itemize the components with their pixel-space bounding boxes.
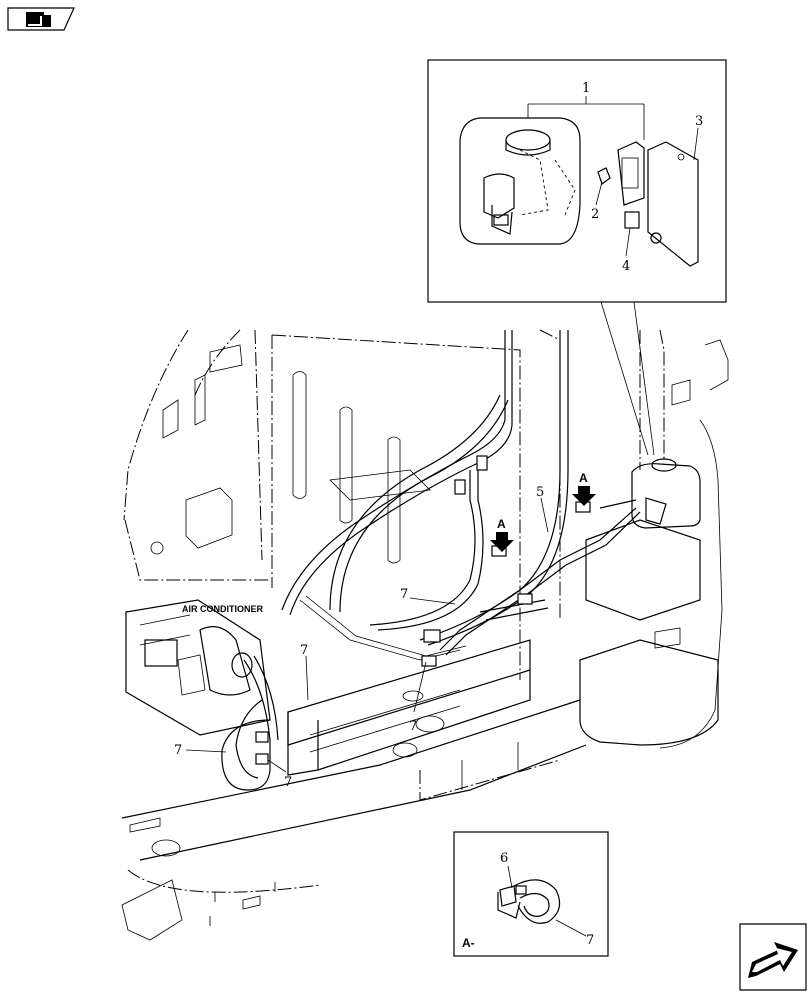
callout-7e: 7: [284, 775, 292, 790]
next-arrow-icon[interactable]: [739, 923, 807, 991]
callout-3: 3: [695, 114, 703, 129]
air-conditioner-label: AIR CONDITIONER: [182, 604, 264, 614]
machine-structure: [121, 329, 729, 941]
callout-7c: 7: [409, 719, 417, 734]
callout-7a: 7: [400, 587, 408, 602]
callout-1: 1: [582, 81, 590, 96]
detail-box-washer-tank: 1 3 2 4: [427, 59, 727, 303]
main-callouts: 5 7 7 7 7 7: [174, 485, 549, 790]
callout-4: 4: [622, 259, 630, 274]
detail-box-clamp: 6 7 A-: [453, 831, 609, 957]
arrow-marker-a-2: A: [490, 517, 514, 552]
callout-6: 6: [500, 851, 508, 866]
arrow-marker-a-1: A: [572, 471, 596, 506]
detail-a-label: A-: [462, 936, 475, 950]
callout-7f: 7: [586, 933, 594, 948]
callout-2: 2: [591, 207, 599, 222]
callout-5: 5: [536, 485, 544, 500]
hose-routing: [221, 330, 641, 791]
book-nav-icon[interactable]: [7, 7, 75, 31]
svg-text:A: A: [497, 517, 506, 531]
svg-text:A: A: [579, 471, 588, 485]
callout-7b: 7: [300, 643, 308, 658]
callout-7d: 7: [174, 743, 182, 758]
